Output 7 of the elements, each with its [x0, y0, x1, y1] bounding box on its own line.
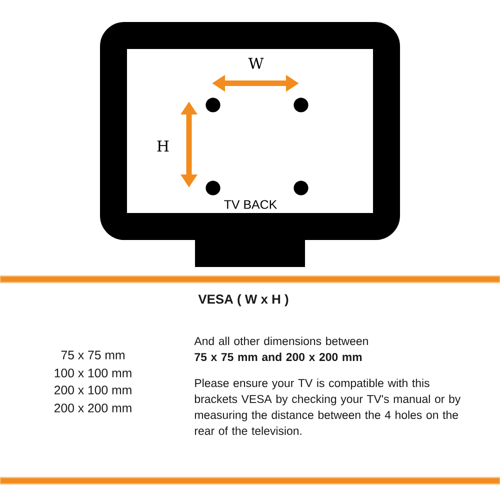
note-text: And all other dimensions between 75 x 75 mm and 200 x 200 mm: [194, 336, 368, 362]
size-text: 100 x 100 mm: [54, 368, 132, 378]
size-text: 200 x 100 mm: [54, 386, 132, 394]
section-heading: VESA ( W x H ): [198, 294, 288, 306]
note-text: Please ensure your TV is compatible with this brackets VESA by checking your TV's manual or by measuring the distance between the 4 holes on the rear of the television.: [194, 378, 461, 435]
size-text: 200 x 200 mm: [54, 404, 132, 412]
size-text: 75 x 75 mm: [61, 350, 124, 360]
